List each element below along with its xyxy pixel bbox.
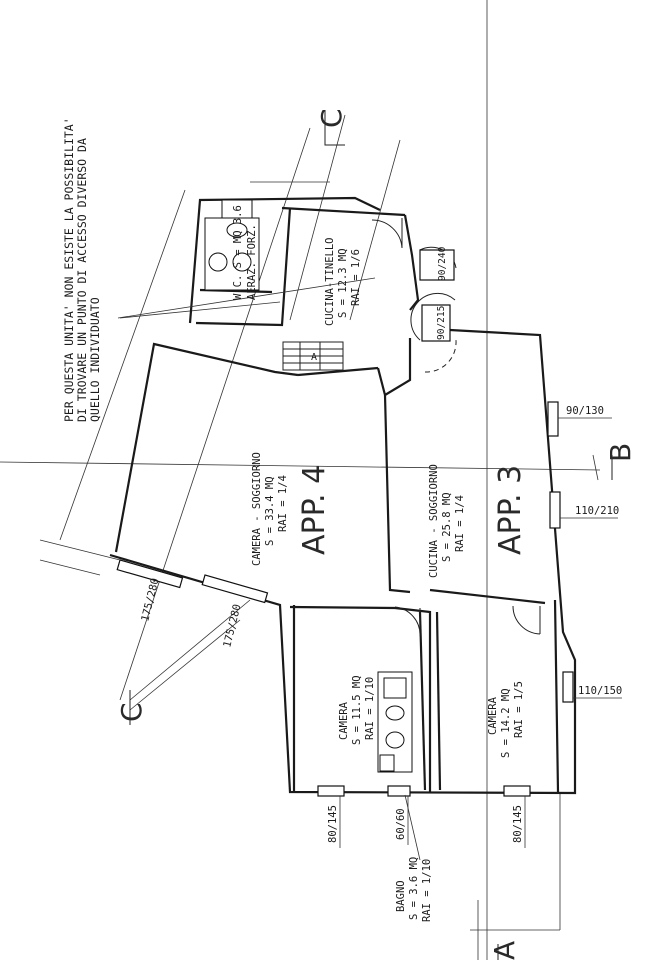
wc-note: AERAZ. FORZ. <box>246 224 258 300</box>
cucina-soggiorno-3-name: CUCINA - SOGGIORNO <box>428 464 440 578</box>
windows <box>116 249 574 797</box>
room-cucina-soggiorno-3: CUCINA - SOGGIORNO S = 25.8 MQ RAI = 1/4 <box>428 464 466 578</box>
cucina-tinello-area: S = 12.3 MQ <box>337 248 349 318</box>
camera-soggiorno-4-area: S = 33.4 MQ <box>264 476 276 546</box>
cucina-soggiorno-3-rai: RAI = 1/4 <box>454 495 466 552</box>
note-line-3: QUELLO INDIVIDUATO <box>88 297 102 422</box>
camera-soggiorno-4-name: CAMERA - SOGGIORNO <box>251 452 263 566</box>
window-80-145-a-label: 80/145 <box>327 805 339 843</box>
room-bagno: BAGNO S = 3.6 MQ RAI = 1/10 <box>395 857 433 922</box>
note-line-1: PER QUESTA UNITA' NON ESISTE LA POSSIBIL… <box>62 117 76 422</box>
window-175-280-a-label: 175/280 <box>139 577 161 623</box>
section-arrows <box>129 110 613 960</box>
stair-mark: A <box>311 352 317 363</box>
section-mark-b: B <box>604 443 637 462</box>
camera-3-name: CAMERA <box>487 696 499 735</box>
section-mark-a: A <box>488 941 521 960</box>
cucina-tinello-rai: RAI = 1/6 <box>350 249 362 306</box>
note-line-2: DI TROVARE UN PUNTO DI ACCESSO DIVERSO D… <box>75 138 89 422</box>
camera-4-rai: RAI = 1/10 <box>364 677 376 740</box>
room-camera-4: CAMERA S = 11.5 MQ RAI = 1/10 <box>338 675 376 745</box>
window-110-210-label: 110/210 <box>575 505 619 517</box>
bagno-area: S = 3.6 MQ <box>408 857 420 920</box>
context-lines <box>0 0 601 960</box>
camera-3-rai: RAI = 1/5 <box>513 681 525 738</box>
wc-name: W.C. S = MQ 3.6 <box>232 205 244 300</box>
window-90-130-label: 90/130 <box>566 405 604 417</box>
doors <box>371 218 541 637</box>
bathroom-fixtures <box>204 199 413 773</box>
annotation-note: PER QUESTA UNITA' NON ESISTE LA POSSIBIL… <box>62 117 102 422</box>
apartment-4-label: APP. 4 <box>297 465 332 555</box>
camera-soggiorno-4-rai: RAI = 1/4 <box>277 475 289 532</box>
bagno-rai: RAI = 1/10 <box>421 859 433 922</box>
door-90-215-label: 90/215 <box>436 306 447 340</box>
window-175-280-b-label: 175/280 <box>221 603 243 649</box>
stair <box>282 341 344 371</box>
door-90-240-label: 90/240 <box>437 246 448 281</box>
cucina-soggiorno-3-area: S = 25.8 MQ <box>441 492 453 562</box>
room-cucina-tinello: CUCINA-TINELLO S = 12.3 MQ RAI = 1/6 <box>324 237 362 326</box>
section-mark-c-bottom: C <box>115 702 148 722</box>
cucina-tinello-name: CUCINA-TINELLO <box>324 237 336 326</box>
leader-lines <box>117 277 421 861</box>
apartment-3-label: APP. 3 <box>493 465 528 555</box>
camera-3-area: S = 14.2 MQ <box>500 688 512 758</box>
window-60-60-label: 60/60 <box>395 808 407 840</box>
bagno-name: BAGNO <box>395 880 407 912</box>
room-camera-soggiorno-4: CAMERA - SOGGIORNO S = 33.4 MQ RAI = 1/4 <box>251 452 289 566</box>
room-camera-3: CAMERA S = 14.2 MQ RAI = 1/5 <box>487 681 525 758</box>
camera-4-name: CAMERA <box>338 701 350 740</box>
window-80-145-b-label: 80/145 <box>512 805 524 843</box>
section-mark-c-top: C <box>315 108 348 128</box>
camera-4-area: S = 11.5 MQ <box>351 675 363 745</box>
window-110-150-label: 110/150 <box>578 685 622 697</box>
walls <box>109 196 577 795</box>
room-wc: W.C. S = MQ 3.6 AERAZ. FORZ. <box>232 205 258 300</box>
